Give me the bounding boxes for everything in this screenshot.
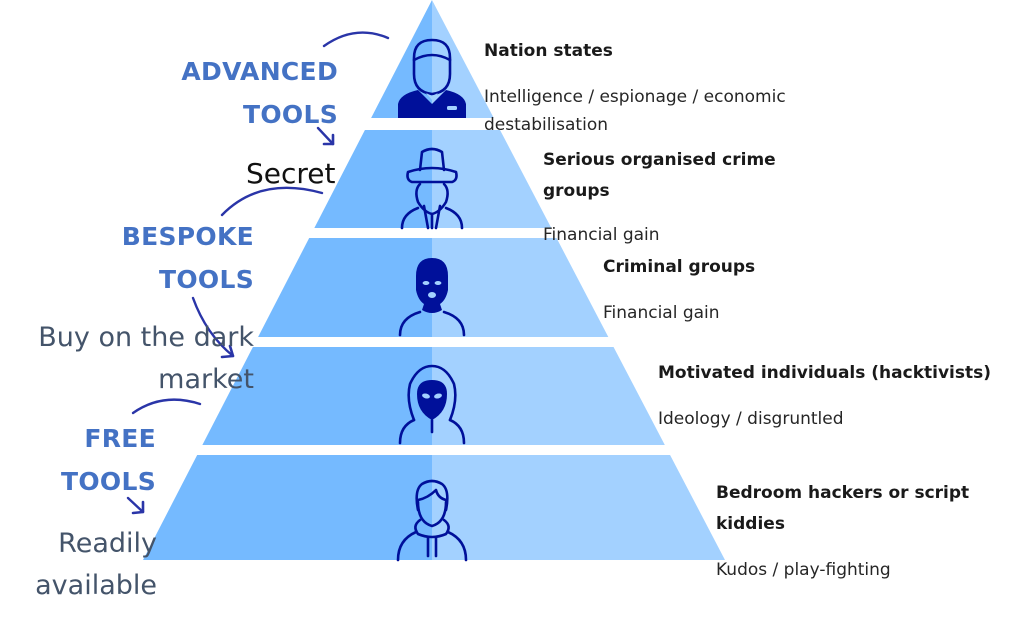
pyramid-tier-1 (371, 0, 494, 118)
tier-left-half (202, 347, 432, 445)
tier-left-half (258, 238, 432, 337)
tier-description: Ideology / disgruntled (658, 409, 844, 429)
pyramid-tier-5 (143, 455, 725, 560)
availability-line: Readily (58, 528, 157, 559)
free-tools-arrow (126, 496, 145, 514)
availability-dark-market: Buy on the dark market (20, 317, 254, 401)
tier-info-script-kiddies: Bedroom hackers or script kiddies Kudos … (716, 478, 969, 584)
tier-title: Motivated individuals (hacktivists) (658, 363, 992, 383)
tier-left-half (371, 0, 432, 118)
tier-title-line: Serious organised crime (543, 150, 776, 170)
tier-description-line: destabilisation (484, 115, 608, 135)
tier-description: Kudos / play-fighting (716, 560, 891, 580)
tool-level-free: FREE TOOLS (40, 417, 156, 503)
tool-level-bespoke: BESPOKE TOOLS (70, 215, 254, 301)
tier-title-line: Bedroom hackers or script (716, 483, 970, 503)
availability-readily: Readily available (0, 523, 157, 607)
hooded-hacker-icon (398, 364, 466, 445)
tier-title-line: kiddies (716, 514, 785, 534)
free-tools-arc-icon (131, 398, 202, 415)
tool-label-line: BESPOKE (121, 222, 254, 251)
tool-level-advanced: ADVANCED TOOLS (150, 50, 338, 136)
hoodie-teen-icon (396, 479, 468, 562)
tool-label-line: ADVANCED (181, 57, 338, 86)
tool-label-line: TOOLS (159, 265, 254, 294)
availability-line: market (158, 364, 254, 395)
tier-info-hacktivists: Motivated individuals (hacktivists) Ideo… (658, 358, 991, 433)
pyramid-tier-2 (314, 130, 552, 228)
tier-title: Criminal groups (603, 257, 756, 277)
arrow-head-icon (131, 500, 145, 515)
tier-right-half (432, 238, 609, 337)
annotation-arrows (126, 31, 390, 515)
tool-label-line: TOOLS (243, 100, 338, 129)
bespoke-tools-arc-icon (220, 186, 324, 217)
arrow-head-icon (322, 133, 335, 146)
pyramid-tier-4 (202, 347, 665, 445)
tier-info-criminal-groups: Criminal groups Financial gain (603, 252, 755, 327)
tool-label-line: FREE (84, 424, 156, 453)
tier-title-line: groups (543, 181, 610, 201)
arrow-head-icon (220, 344, 235, 359)
availability-secret: Secret (246, 157, 336, 190)
tier-left-half (314, 130, 432, 228)
tier-description: Financial gain (603, 303, 720, 323)
tier-right-half (432, 0, 494, 118)
tier-description-line: Intelligence / espionage / economic (484, 87, 786, 107)
tier-description: Financial gain (543, 225, 660, 245)
suited-agent-icon (398, 38, 466, 118)
tier-title: Nation states (484, 41, 613, 61)
bespoke-tools-arrow (191, 296, 235, 358)
advanced-tools-arc-icon (322, 31, 390, 48)
availability-line: available (35, 570, 157, 601)
balaclava-icon (398, 258, 466, 337)
tier-info-organised-crime: Serious organised crime groups Financial… (543, 145, 776, 249)
tool-label-line: TOOLS (61, 467, 156, 496)
tier-right-half (432, 130, 552, 228)
tier-info-nation-states: Nation states Intelligence / espionage /… (484, 36, 786, 139)
availability-line: Buy on the dark (38, 322, 254, 353)
advanced-tools-arrow (316, 126, 335, 146)
tier-right-half (432, 347, 665, 445)
tier-left-half (143, 455, 432, 560)
tier-right-half (432, 455, 725, 560)
pyramid-tier-3 (258, 238, 609, 337)
fedora-spy-icon (400, 147, 464, 230)
